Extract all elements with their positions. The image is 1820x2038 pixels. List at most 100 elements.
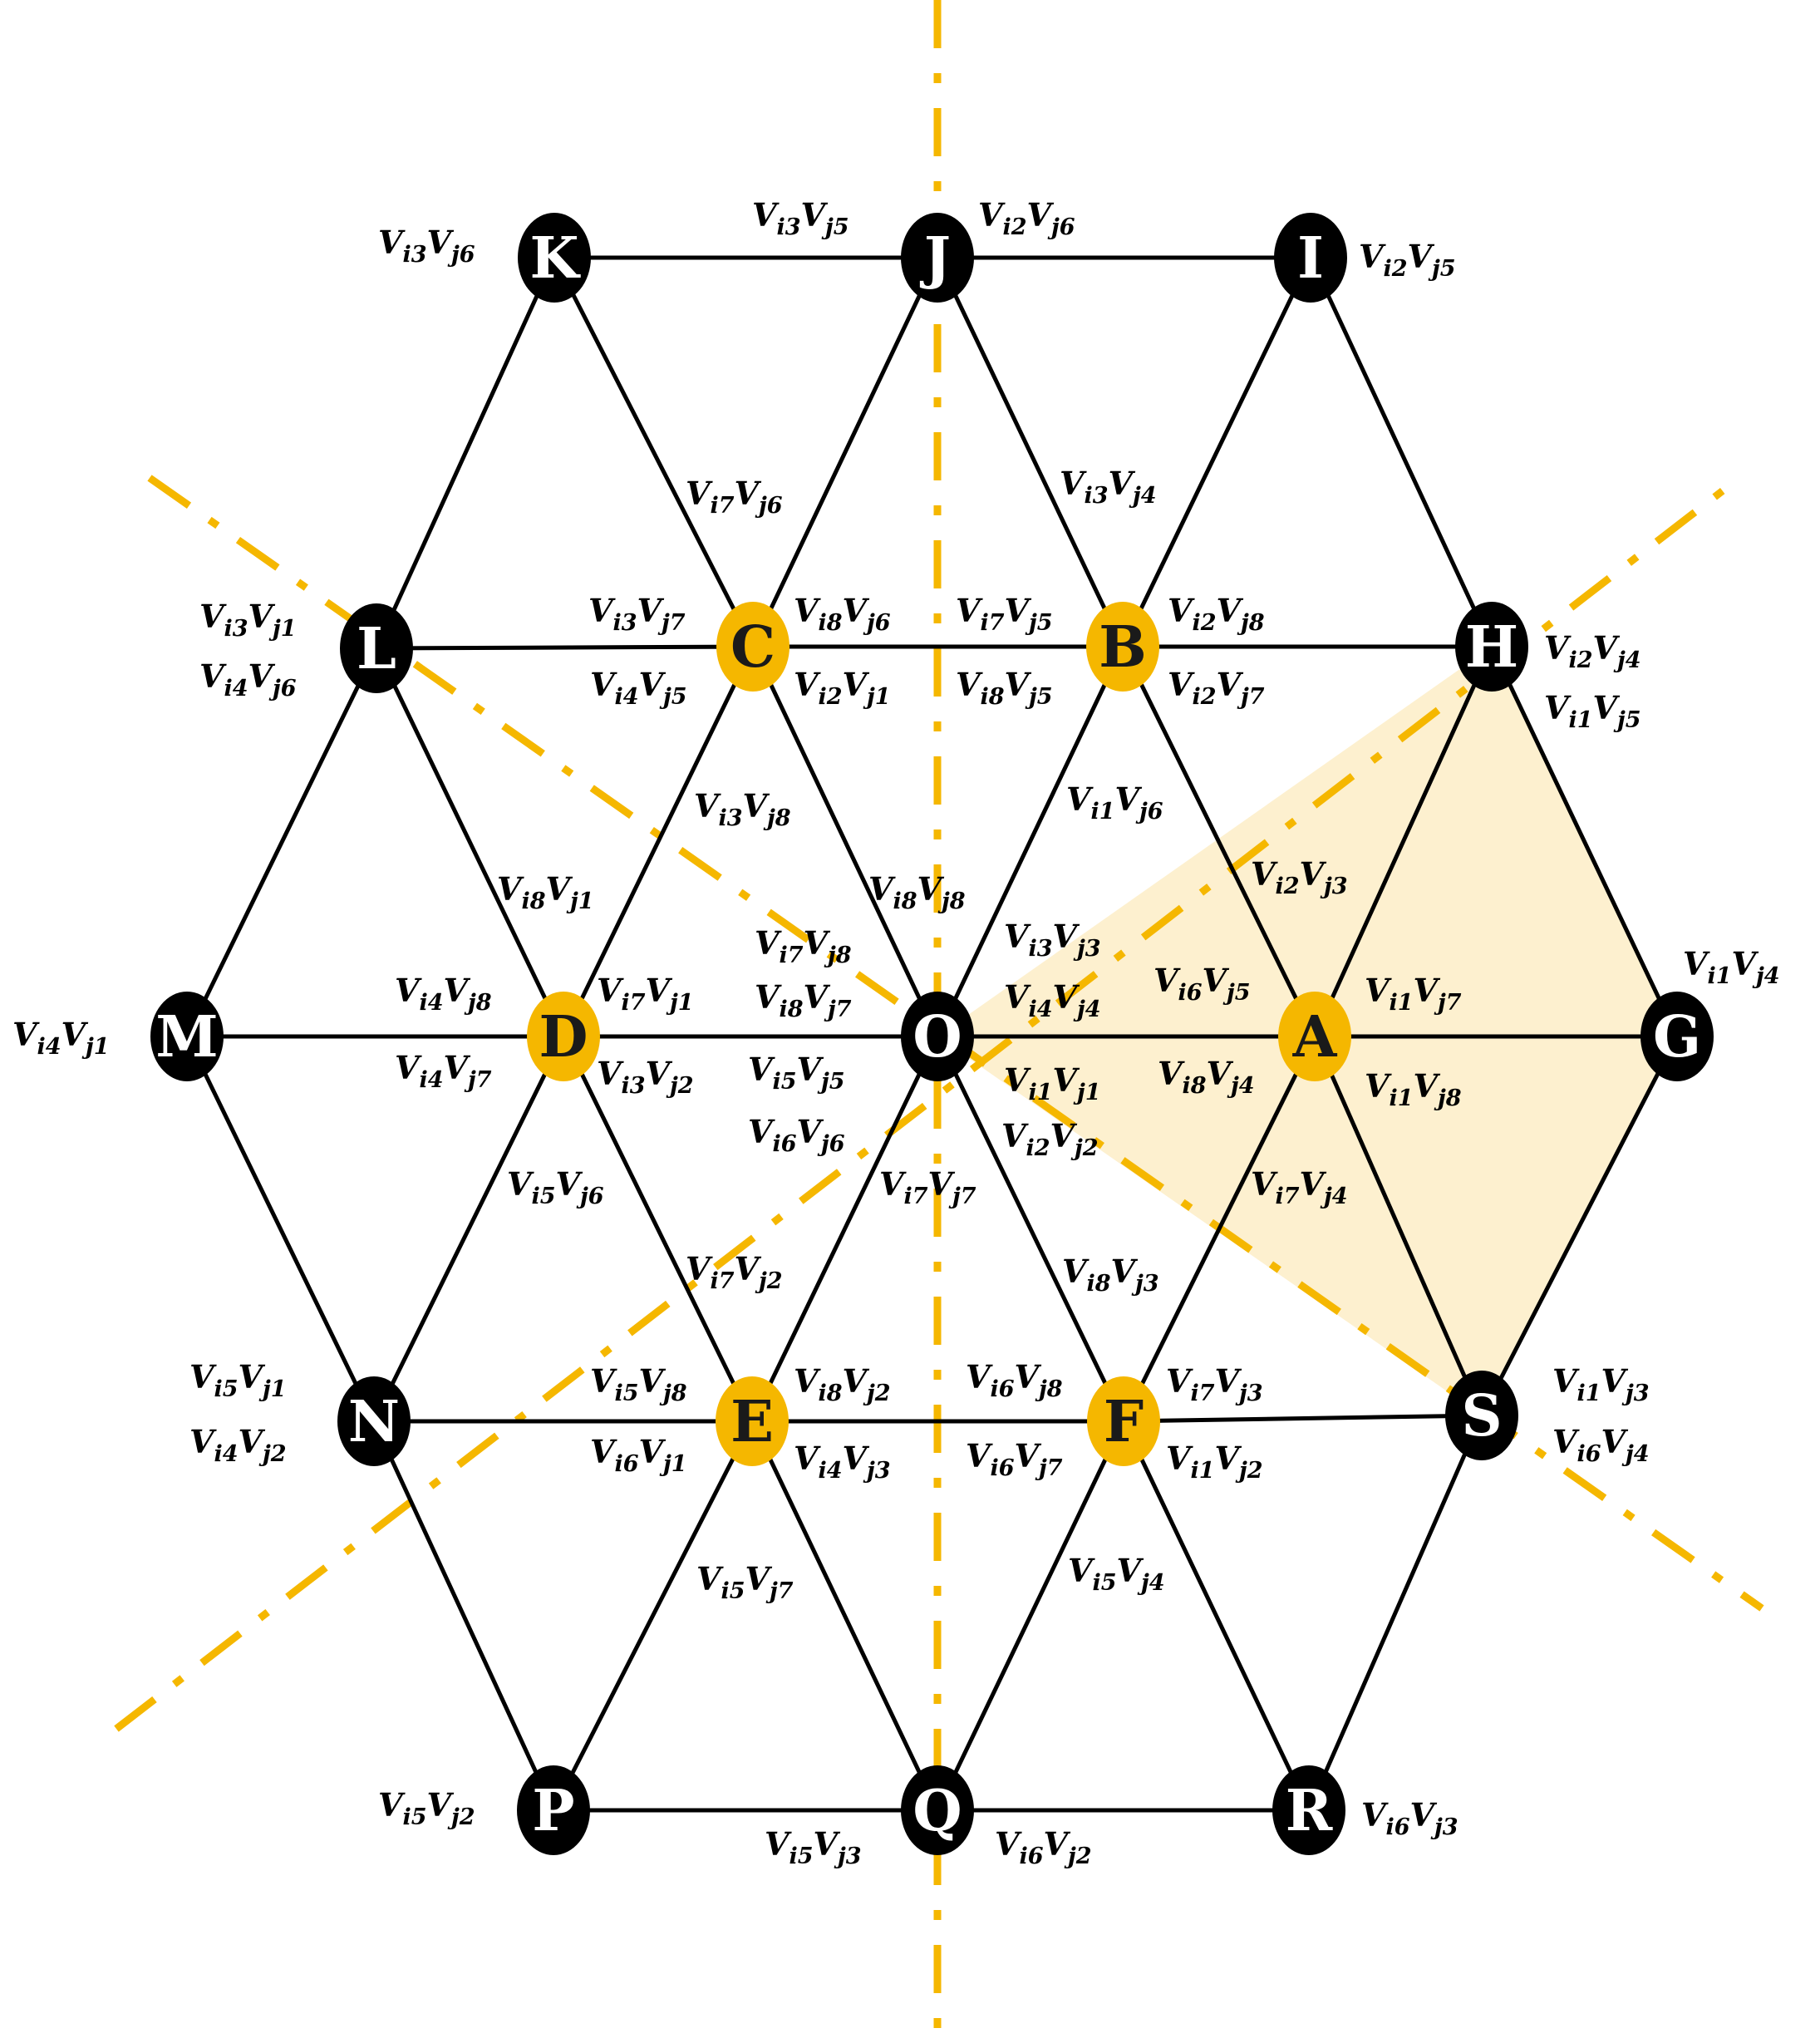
edge-a-s xyxy=(1312,1035,1484,1417)
vector-label: Vi7Vj7 xyxy=(879,1165,976,1209)
vector-label: Vi4Vj8 xyxy=(395,972,492,1016)
vector-label: Vi6Vj5 xyxy=(1153,962,1251,1006)
vector-label: Vi5Vj6 xyxy=(507,1165,604,1209)
node-label: N xyxy=(348,1389,400,1455)
vector-label: Vi5Vj2 xyxy=(378,1786,475,1830)
edge-c-j xyxy=(750,256,940,648)
edge-p-e xyxy=(551,1420,755,1812)
edge-l-d xyxy=(374,647,566,1038)
vector-label: Vi6Vj2 xyxy=(995,1825,1092,1869)
vector-label: Vi8Vj6 xyxy=(794,592,891,636)
node-marker xyxy=(1278,992,1351,1081)
node-d: D xyxy=(527,992,600,1081)
vector-label: Vi4Vj5 xyxy=(590,666,687,710)
edge-n-p xyxy=(371,1420,556,1812)
edge-f-a xyxy=(1121,1035,1317,1423)
vector-label: Vi8Vj4 xyxy=(1158,1055,1255,1099)
edge-q-f xyxy=(935,1420,1126,1812)
node-marker xyxy=(1640,992,1714,1081)
vector-label: Vi5Vj1 xyxy=(189,1358,287,1402)
node-marker xyxy=(716,1376,789,1466)
vector-label: Vi8Vj5 xyxy=(956,666,1053,710)
node-label: Q xyxy=(912,1778,962,1844)
vector-label: Vi2Vj4 xyxy=(1544,629,1641,673)
vector-label: Vi8Vj1 xyxy=(497,870,594,914)
vector-label: Vi5Vj7 xyxy=(696,1560,794,1604)
node-label: B xyxy=(1099,614,1146,681)
node-label: K xyxy=(529,225,581,292)
node-marker xyxy=(1445,1371,1518,1460)
edge-s-g xyxy=(1479,1035,1680,1417)
node-label: O xyxy=(912,1004,962,1071)
diagonal-axis-rising xyxy=(114,483,1731,1732)
edge-a-h xyxy=(1312,645,1494,1038)
vector-label: Vi3Vj3 xyxy=(1004,918,1101,962)
node-marker xyxy=(517,1765,590,1855)
node-i: I xyxy=(1274,213,1347,303)
node-a: A xyxy=(1278,992,1351,1081)
node-marker xyxy=(1086,602,1159,692)
vector-label: Vi4Vj6 xyxy=(199,657,297,701)
edge-l-c xyxy=(376,644,754,651)
vector-label: Vi6Vj6 xyxy=(748,1113,845,1157)
vector-label: Vi7Vj2 xyxy=(686,1250,783,1294)
lattice-edges xyxy=(184,255,1680,1813)
vector-label: Vi1Vj5 xyxy=(1544,689,1641,733)
node-marker xyxy=(1455,602,1528,692)
vector-label: Vi5Vj8 xyxy=(590,1362,687,1406)
vector-label: Vi5Vj4 xyxy=(1068,1552,1165,1596)
vector-label: Vi5Vj5 xyxy=(748,1051,845,1095)
node-label: J xyxy=(920,225,951,292)
edge-b-i xyxy=(1120,256,1313,648)
edge-f-r xyxy=(1121,1420,1311,1812)
node-label: G xyxy=(1653,1004,1701,1071)
vector-label: Vi6Vj4 xyxy=(1552,1423,1650,1467)
node-marker xyxy=(150,992,224,1081)
edge-i-h xyxy=(1308,256,1494,648)
edge-d-e xyxy=(561,1035,755,1423)
vector-label: Vi7Vj1 xyxy=(597,972,694,1016)
edge-m-n xyxy=(184,1035,376,1423)
vector-label: Vi7Vj8 xyxy=(755,924,852,968)
edge-e-o xyxy=(750,1035,940,1423)
node-marker xyxy=(1274,213,1347,303)
vector-label: Vi6Vj8 xyxy=(966,1358,1063,1402)
node-j: J xyxy=(901,213,974,303)
node-c: C xyxy=(716,602,789,692)
node-q: Q xyxy=(901,1765,974,1855)
vector-label: Vi1Vj1 xyxy=(1004,1061,1101,1105)
node-g: G xyxy=(1640,992,1714,1081)
vector-label: Vi3Vj5 xyxy=(752,196,849,240)
edge-r-s xyxy=(1306,1414,1484,1812)
vector-label: Vi6Vj7 xyxy=(966,1437,1063,1481)
edge-d-c xyxy=(561,645,755,1038)
vector-label: Vi2Vj1 xyxy=(794,666,891,710)
node-label: L xyxy=(357,616,396,682)
node-label: A xyxy=(1292,1004,1338,1071)
node-o: O xyxy=(901,992,974,1081)
edge-m-l xyxy=(184,647,379,1038)
vector-label: Vi8Vj2 xyxy=(794,1362,891,1406)
node-label: C xyxy=(730,614,775,681)
vector-label: Vi3Vj1 xyxy=(199,598,297,642)
node-label: H xyxy=(1465,614,1518,681)
vector-label: Vi4Vj1 xyxy=(12,1016,110,1060)
node-marker xyxy=(518,213,591,303)
vector-label: Vi4Vj2 xyxy=(189,1423,287,1467)
vector-label: Vi4Vj7 xyxy=(395,1049,492,1093)
edge-c-o xyxy=(750,645,940,1038)
edge-l-k xyxy=(374,256,557,650)
edge-j-b xyxy=(935,256,1125,648)
vector-label: Vi7Vj4 xyxy=(1251,1165,1348,1209)
node-marker xyxy=(901,213,974,303)
node-marker xyxy=(337,1376,411,1466)
vector-label: Vi2Vj5 xyxy=(1359,238,1456,282)
vector-label: Vi8Vj3 xyxy=(1062,1253,1159,1297)
node-label: E xyxy=(730,1389,774,1455)
vector-label: Vi1Vj7 xyxy=(1365,972,1462,1016)
vector-label: Vi2Vj2 xyxy=(1001,1117,1099,1161)
vector-label: Vi4Vj4 xyxy=(1004,978,1101,1022)
vector-label: Vi1Vj6 xyxy=(1066,780,1163,825)
